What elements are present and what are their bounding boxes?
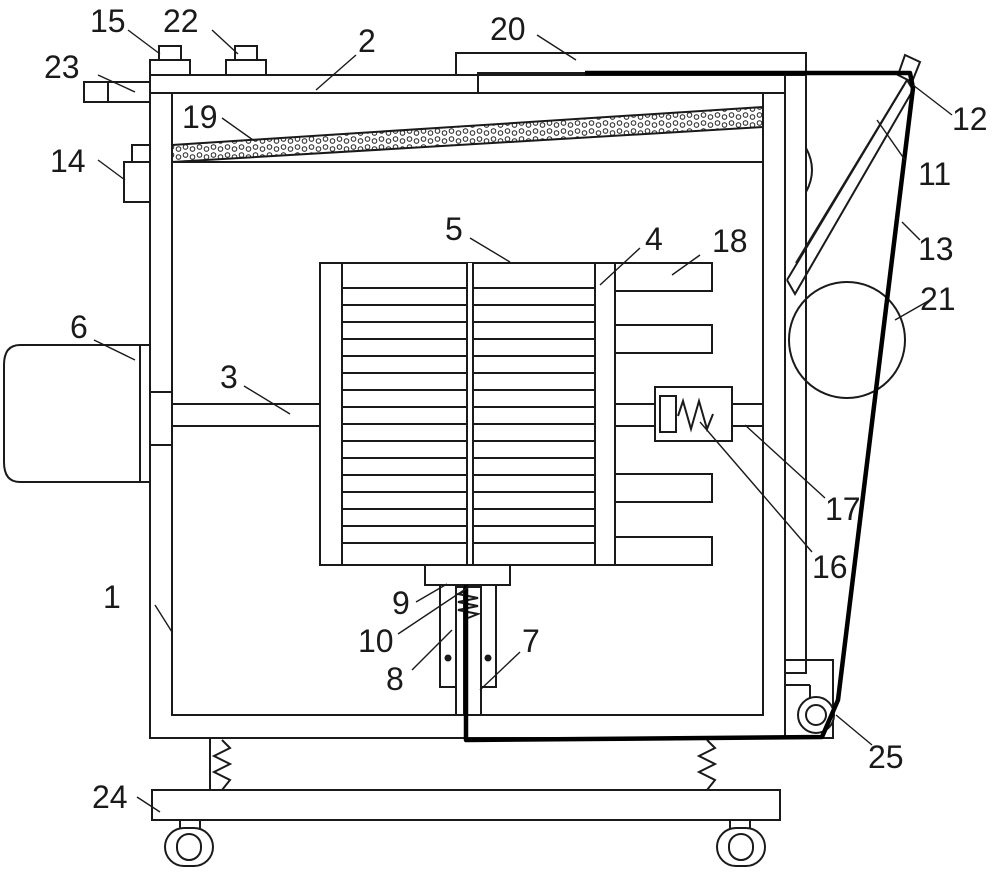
inlet-pipe <box>84 82 150 102</box>
label-22: 22 <box>163 3 199 39</box>
bottom-bracket <box>425 565 510 585</box>
label-8: 8 <box>386 661 404 697</box>
wheel-right <box>717 828 765 866</box>
label-18: 18 <box>712 223 748 259</box>
label-21: 21 <box>920 281 956 317</box>
wheel-left <box>165 828 213 866</box>
drive-shaft <box>172 404 320 426</box>
label-23: 23 <box>44 49 80 85</box>
label-12: 12 <box>952 101 988 137</box>
filter-screen <box>172 107 763 162</box>
label-24: 24 <box>92 779 128 815</box>
spring-right <box>699 740 715 790</box>
label-1: 1 <box>103 579 121 615</box>
drive-motor <box>4 345 172 482</box>
side-bracket <box>124 145 150 202</box>
label-3: 3 <box>220 359 238 395</box>
label-20: 20 <box>490 11 526 47</box>
label-4: 4 <box>645 221 663 257</box>
spring-left <box>210 738 230 790</box>
label-6: 6 <box>70 309 88 345</box>
label-14: 14 <box>50 143 86 179</box>
label-7: 7 <box>522 623 540 659</box>
label-11: 11 <box>918 156 951 192</box>
label-16: 16 <box>812 549 848 585</box>
label-25: 25 <box>868 739 904 775</box>
label-17: 17 <box>825 491 861 527</box>
label-2: 2 <box>358 23 376 59</box>
spring-sleeve <box>655 387 732 441</box>
label-10: 10 <box>358 623 394 659</box>
label-19: 19 <box>182 99 218 135</box>
label-9: 9 <box>392 585 410 621</box>
label-15: 15 <box>90 3 126 39</box>
stirring-drum <box>320 263 615 565</box>
base-plate <box>152 790 780 832</box>
side-pipe <box>785 73 806 673</box>
label-5: 5 <box>445 211 463 247</box>
top-port-b <box>226 46 266 75</box>
label-13: 13 <box>918 231 954 267</box>
